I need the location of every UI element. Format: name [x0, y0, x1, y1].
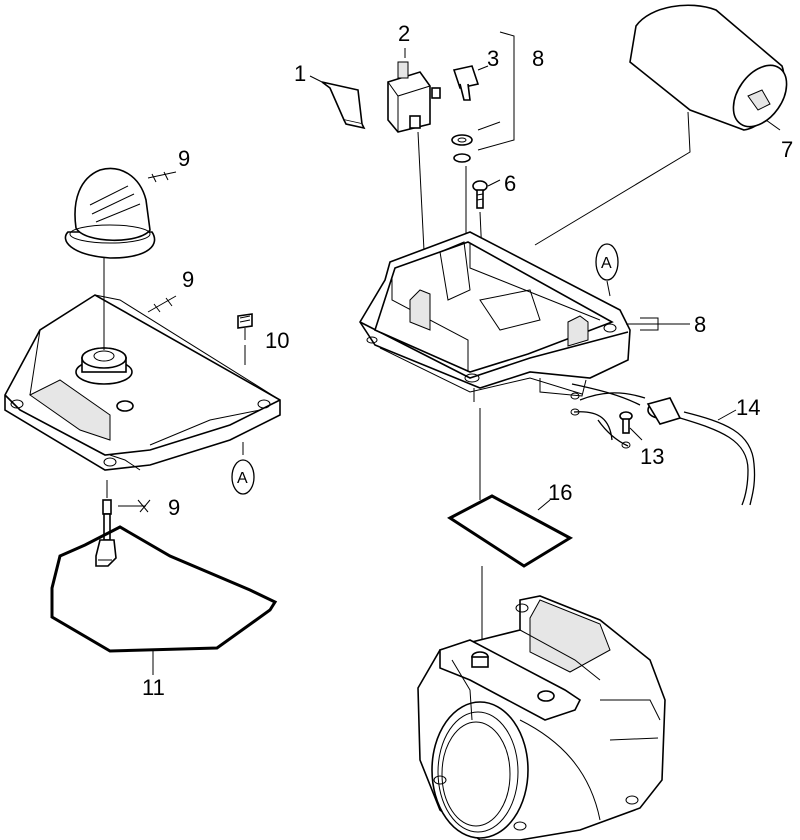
- electrical-box: [359, 231, 631, 402]
- screw-6: [472, 179, 501, 209]
- callout-6: 6: [504, 171, 516, 196]
- washers-8: [451, 134, 473, 163]
- callout-9-knob: 9: [178, 146, 190, 171]
- reference-a-left-label: A: [237, 470, 248, 487]
- connector-3: [452, 65, 489, 101]
- screw-13: [619, 411, 643, 441]
- shaft-pin: [95, 480, 117, 567]
- bracket-line-8: [477, 31, 515, 151]
- reference-marker-a-left: [231, 442, 255, 495]
- callout-14: 14: [736, 395, 760, 420]
- control-knob: [64, 167, 156, 259]
- cable-assembly-14: [570, 383, 756, 506]
- callout-2: 2: [398, 21, 410, 46]
- pump-housing: [417, 595, 666, 840]
- callout-7: 7: [781, 137, 793, 162]
- bracket-1: [309, 75, 366, 130]
- callout-16: 16: [548, 480, 572, 505]
- callout-9-cover: 9: [182, 267, 194, 292]
- screw-10: [237, 313, 253, 365]
- callout-13: 13: [640, 444, 664, 469]
- gasket-16: [447, 494, 574, 568]
- reference-marker-a-right: [595, 243, 619, 297]
- callout-8-right: 8: [694, 312, 706, 337]
- leader-9b: [147, 295, 177, 313]
- callout-9-shaft: 9: [168, 495, 180, 520]
- callout-10: 10: [265, 328, 289, 353]
- reference-a-right-label: A: [601, 255, 612, 272]
- callout-3: 3: [487, 46, 499, 71]
- capacitor-7: [534, 4, 788, 246]
- callout-1: 1: [294, 61, 306, 86]
- leader-9a: [147, 171, 177, 179]
- upper-cover: [4, 258, 281, 471]
- gasket-11: [50, 525, 278, 653]
- micro-switch-2: [387, 48, 441, 133]
- callout-8-top: 8: [532, 46, 544, 71]
- callout-11: 11: [142, 675, 165, 700]
